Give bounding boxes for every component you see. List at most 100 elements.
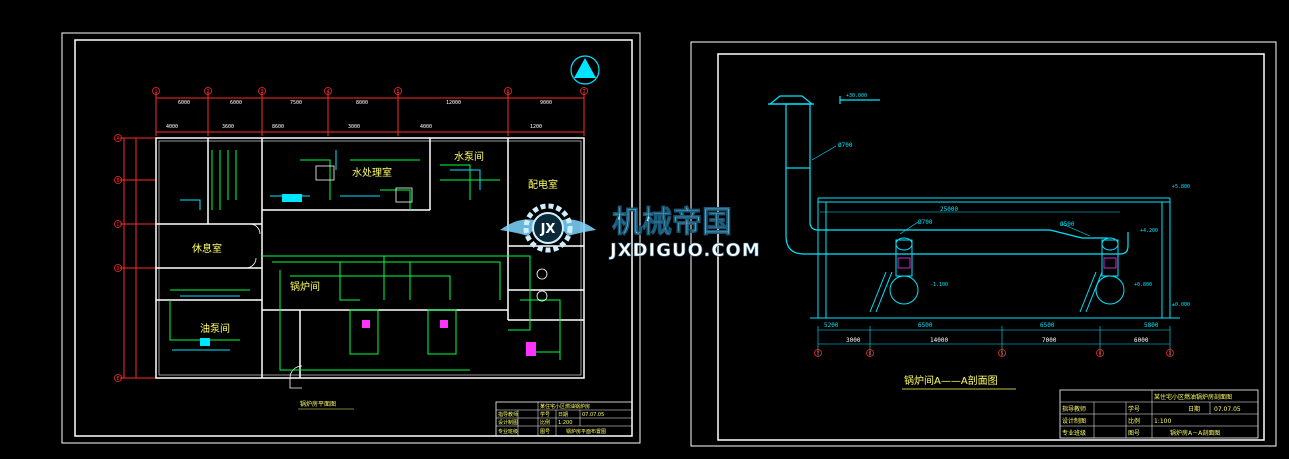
section-boilers [869,237,1125,313]
watermark: JX 机械帝国 JXDIGUO.COM [500,203,761,261]
svg-text:-1.100: -1.100 [930,282,948,288]
plan-axis-h-label: 3 [260,89,263,95]
section-dim-lines [817,326,1171,356]
section-inner-frame [717,53,1265,441]
dim-row1-0: 5200 [824,322,839,329]
section-outer-frame [690,41,1277,447]
plan-axis-h-label: 1 [154,89,157,95]
watermark-left-wing-icon [500,219,540,236]
section-tb-r2c1: 设计制图 [1062,417,1086,425]
svg-text:12000: 12000 [446,100,461,106]
plan-tb-r2c3: 比例 [540,419,550,426]
svg-text:+5.800: +5.800 [1172,184,1190,190]
room-oil-pump: 油泵间 [200,322,230,335]
section-axis-bubbles [814,349,1174,357]
burner-sec-2 [1103,257,1117,269]
section-caption: 锅炉间A——A剖面图 [904,374,998,387]
svg-text:+4.200: +4.200 [1140,228,1158,234]
plan-equipment [200,165,548,356]
plan-tb-r3c5: 锅炉房平面布置图 [566,428,606,435]
dim-row2-3: 6000 [1134,337,1149,344]
watermark-domain: JXDIGUO.COM [608,240,761,261]
watermark-gear-icon [523,203,573,253]
plan-walls [155,137,585,379]
plan-axis-v-label: C [116,222,119,228]
plan-axis-h-label: 5 [396,89,399,95]
svg-text:±0.000: ±0.000 [1172,302,1190,308]
section-building [810,197,1180,319]
section-tb-r3c3: 图号 [1128,430,1140,437]
plan-axis-v-label: B [116,178,119,184]
water-tank [395,187,413,203]
north-arrow-icon [570,55,600,85]
section-chimney [768,95,1129,255]
dim-row2-2: 7000 [1042,337,1057,344]
plan-tb-r1c1: 指导教师 [498,411,518,418]
watermark-brand: 机械帝国 [612,205,732,240]
section-axis-label: 7 [816,351,819,357]
section-tb-r2c4: 1:100 [1154,418,1171,425]
section-sheet: +30.000 +5.800 +4.200 ±0.000 -1.100 +0.8… [690,41,1277,447]
plan-axis-v-label: E [116,376,119,382]
dim-row1-2: 6500 [1040,322,1055,329]
plan-axis-v-label: A [116,136,119,142]
pipe-dim-1: Ø700 [838,142,853,149]
section-tb-r3c1: 专业班级 [1062,429,1086,437]
dim-row2-1: 14000 [930,337,948,344]
boiler-2 [427,309,457,355]
dim-row1-1: 6500 [918,322,933,329]
room-power: 配电室 [528,178,558,191]
watermark-right-wing-icon [556,219,596,236]
section-dim-top: 25000 [940,206,958,213]
section-leaders [811,145,1120,237]
pipe-dim-2: Ø700 [918,219,933,226]
section-tb-r2c3: 比例 [1128,417,1140,425]
plan-outer-frame [61,32,641,444]
svg-text:8000: 8000 [356,100,368,106]
plan-axis-h-label: 2 [206,89,209,95]
plan-tb-r1c5: 日期 [558,412,568,418]
room-boiler: 锅炉间 [290,280,320,293]
plan-room-labels: 水处理室 水泵间 配电室 休息室 锅炉间 油泵间 [192,150,558,335]
plan-title-block: 某住宅小区燃油锅炉房 指导教师 学号 日期 07.07.05 设计制图 比例 1… [495,401,633,437]
section-axis-label: 6 [868,351,871,357]
section-tb-r1c1: 指导教师 [1062,405,1086,413]
section-axis-label: 4 [1098,351,1101,357]
plan-doors [245,223,303,389]
dim-row1-3: 5800 [1144,322,1159,329]
plan-inner-frame [74,39,633,437]
section-tb-r1c3: 学号 [1128,405,1140,413]
section-tb-r3c5: 锅炉房A－A剖面图 [1170,429,1220,437]
plan-tb-project: 某住宅小区燃油锅炉房 [540,403,590,410]
plan-dimension-lines [120,92,585,379]
pipe-dim-3: Ø500 [1060,221,1075,228]
plan-caption: 锅炉房平面图 [300,400,336,408]
svg-text:4000: 4000 [420,124,432,130]
plan-axis-h-label: 4 [326,89,329,95]
section-tb-r1c5: 日期 [1188,405,1200,413]
plan-pipes-cyan [172,150,481,351]
section-labels-small: +30.000 +5.800 +4.200 ±0.000 -1.100 +0.8… [846,93,1190,308]
section-tb-project: 某住宅小区燃油锅炉房剖面图 [1154,393,1232,401]
section-tb-r1c6: 07.07.05 [1214,406,1241,413]
plan-tb-r1c3: 学号 [540,411,550,418]
plan-pipes-green [169,150,561,371]
plan-tb-r3c3: 图号 [540,429,550,435]
svg-text:+30.000: +30.000 [846,93,867,99]
section-axis-label: 3 [1168,351,1171,357]
svg-text:6000: 6000 [178,100,190,106]
section-dim-row1: 5200 6500 6500 5800 [824,322,1159,329]
svg-text:1200: 1200 [530,124,542,130]
section-pipe-dims: Ø700 Ø700 Ø500 25000 [838,142,1075,228]
svg-text:+0.800: +0.800 [1134,282,1152,288]
watermark-logo-letters: JX [540,222,556,237]
water-softener [315,165,335,181]
plan-tb-r2c4: 1:200 [558,420,572,426]
plan-axis-bubbles [114,87,588,382]
room-water-treatment: 水处理室 [352,166,392,179]
burner-2 [440,320,448,328]
plan-tb-r2c1: 设计制图 [498,419,518,426]
